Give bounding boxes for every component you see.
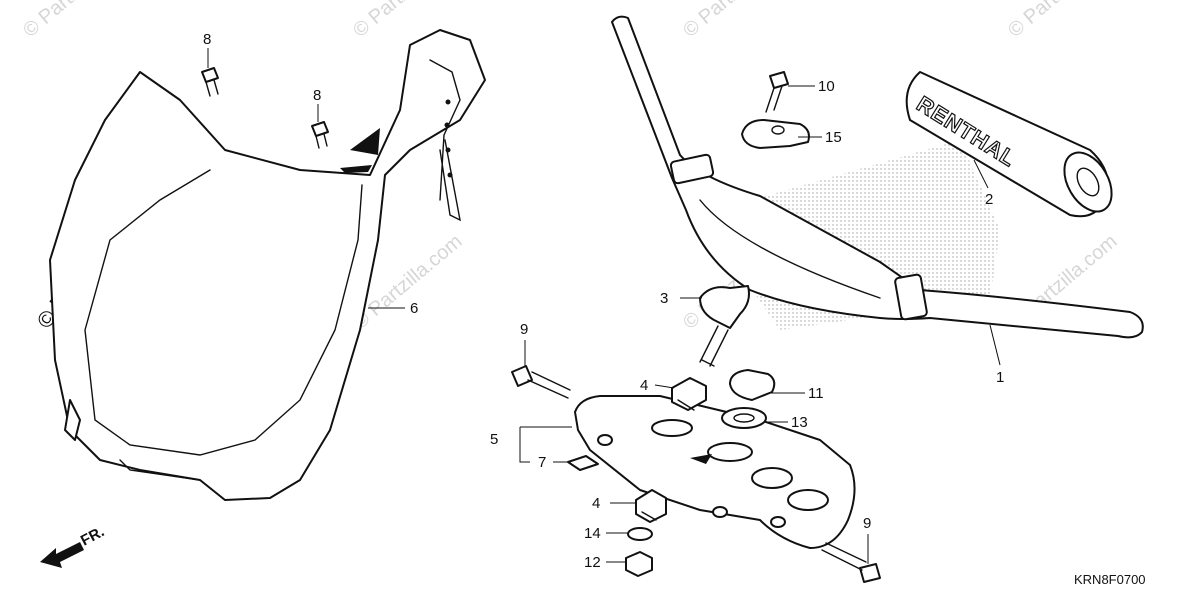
front-label: FR. [78,523,107,549]
leader-lines [207,48,1001,564]
callout-11: 11 [808,385,824,402]
callout-3: 3 [660,290,668,307]
callout-2: 2 [985,191,993,208]
handlebar [611,15,1144,339]
callout-13: 13 [791,414,808,431]
plate-7 [567,455,599,471]
watermark-top-1: © Partzilla.com [19,0,136,42]
watermark-top-4: © Partzilla.com [1004,0,1121,42]
top-bridge [574,395,856,549]
callout-8b: 8 [313,87,321,104]
bolt-9b [821,542,881,583]
nut-11 [729,369,776,401]
callout-15: 15 [825,129,842,146]
bolt-10 [765,71,789,113]
callout-7: 7 [538,454,546,471]
bolt-9a [511,365,571,399]
bolt-8b [311,121,329,149]
nut-12 [625,551,653,577]
clamp-15 [741,119,810,149]
callout-1: 1 [996,369,1004,386]
holder-3 [699,285,750,367]
callout-12: 12 [584,554,601,571]
washer-14 [627,527,653,541]
callout-4a: 4 [640,377,648,394]
number-plate [49,29,486,501]
callout-6: 6 [410,300,418,317]
watermark-top-3: © Partzilla.com [679,0,796,42]
callout-10: 10 [818,78,835,95]
callout-5: 5 [490,431,498,448]
diagram-code: KRN8F0700 [1074,572,1146,587]
front-arrow-icon [40,542,84,568]
callout-9b: 9 [863,515,871,532]
callouts: 8 8 6 10 15 2 3 1 4 11 13 9 5 7 4 14 12 … [203,31,1004,571]
callout-4b: 4 [592,495,600,512]
bolt-8a [201,67,219,97]
front-indicator: FR. [40,523,107,568]
nut-4a [671,377,707,411]
callout-14: 14 [584,525,601,542]
callout-8a: 8 [203,31,211,48]
nut-4b [635,489,667,523]
washer-13 [721,407,767,429]
callout-9a: 9 [520,321,528,338]
